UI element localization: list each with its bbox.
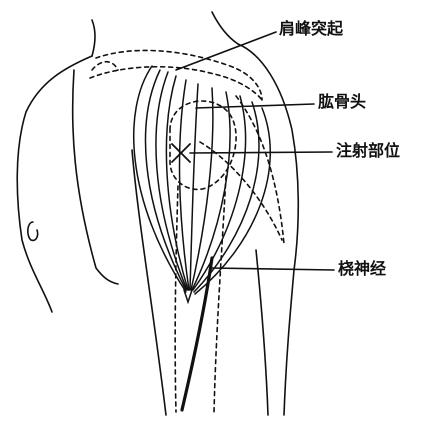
cross-mark-icon: [172, 144, 190, 162]
armpit-curve: [73, 70, 118, 284]
leader-line-radial-nerve: [210, 268, 334, 270]
clavicle-dashed-outline: [96, 50, 262, 100]
leader-line-humeral-head: [196, 104, 314, 108]
humerus-shaft-dashed-left: [175, 186, 178, 412]
deltoid-insertion: [184, 290, 192, 302]
label-acromion: 肩峰突起: [279, 21, 343, 37]
nipple-mark: [28, 222, 38, 240]
deltoid-fiber-4: [180, 80, 189, 290]
acromion-dashed-outline: [90, 67, 262, 100]
shoulder-outline: [17, 56, 92, 312]
arm-inner-line-right: [256, 250, 268, 415]
leader-line-injection-site: [190, 152, 332, 153]
arm-outline-right: [238, 44, 298, 415]
label-radial-nerve: 桡神经: [338, 261, 386, 277]
arm-inner-line: [132, 150, 166, 415]
label-injection-site: 注射部位: [336, 143, 400, 159]
deltoid-fiber-5: [190, 84, 198, 290]
neck-line-right: [212, 12, 238, 44]
label-humeral-head: 肱骨头: [318, 94, 366, 110]
scapula-dashed-line: [92, 62, 118, 70]
neck-line-left: [92, 20, 95, 56]
